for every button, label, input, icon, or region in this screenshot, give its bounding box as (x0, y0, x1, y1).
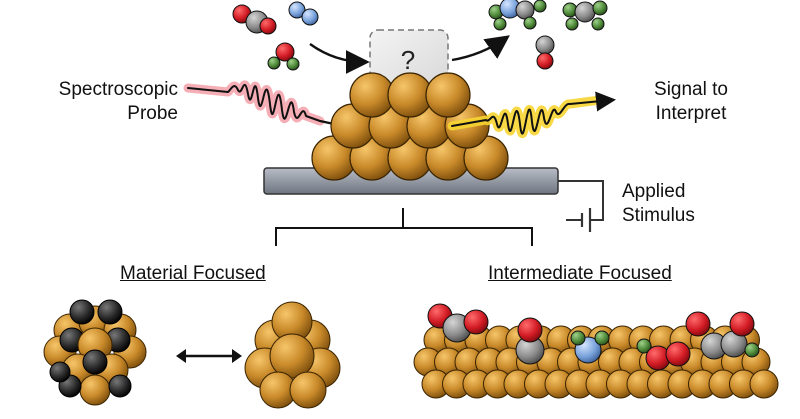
signal-label: Signal to Interpret (636, 78, 746, 126)
split-bracket (275, 208, 533, 246)
probe-label-line1: Spectroscopic (58, 79, 178, 100)
probe-label: Spectroscopic Probe (18, 78, 178, 126)
signal-label-line1: Signal to (654, 79, 728, 100)
stimulus-circuit (558, 180, 604, 232)
stimulus-label-line2: Stimulus (622, 205, 695, 226)
alloy-cluster (43, 299, 147, 406)
surface-atom (749, 369, 779, 399)
molecule-co-right (535, 35, 555, 70)
intermediate-focused-heading: Intermediate Focused (488, 263, 672, 284)
adsorbates (427, 303, 760, 371)
signal-label-line2: Interpret (655, 103, 727, 124)
molecule-product-1 (488, 0, 547, 31)
gold-pyramid (311, 72, 509, 181)
signal-wave (447, 91, 616, 138)
gold-cluster (244, 301, 341, 409)
double-headed-arrow-icon (176, 349, 242, 363)
material-focused-heading: Material Focused (120, 263, 266, 284)
molecule-co-left (232, 4, 277, 35)
unknown-question-mark: ? (400, 44, 416, 75)
probe-label-line2: Probe (127, 103, 178, 124)
molecule-water (267, 42, 300, 71)
arrow-products-out (451, 35, 510, 62)
molecule-n2 (288, 1, 319, 26)
molecule-product-2 (562, 0, 608, 31)
surface-slab (413, 325, 779, 399)
arrow-reactants-in (309, 43, 370, 74)
stimulus-label-line1: Applied (622, 181, 686, 202)
stimulus-label: Applied Stimulus (622, 180, 695, 228)
